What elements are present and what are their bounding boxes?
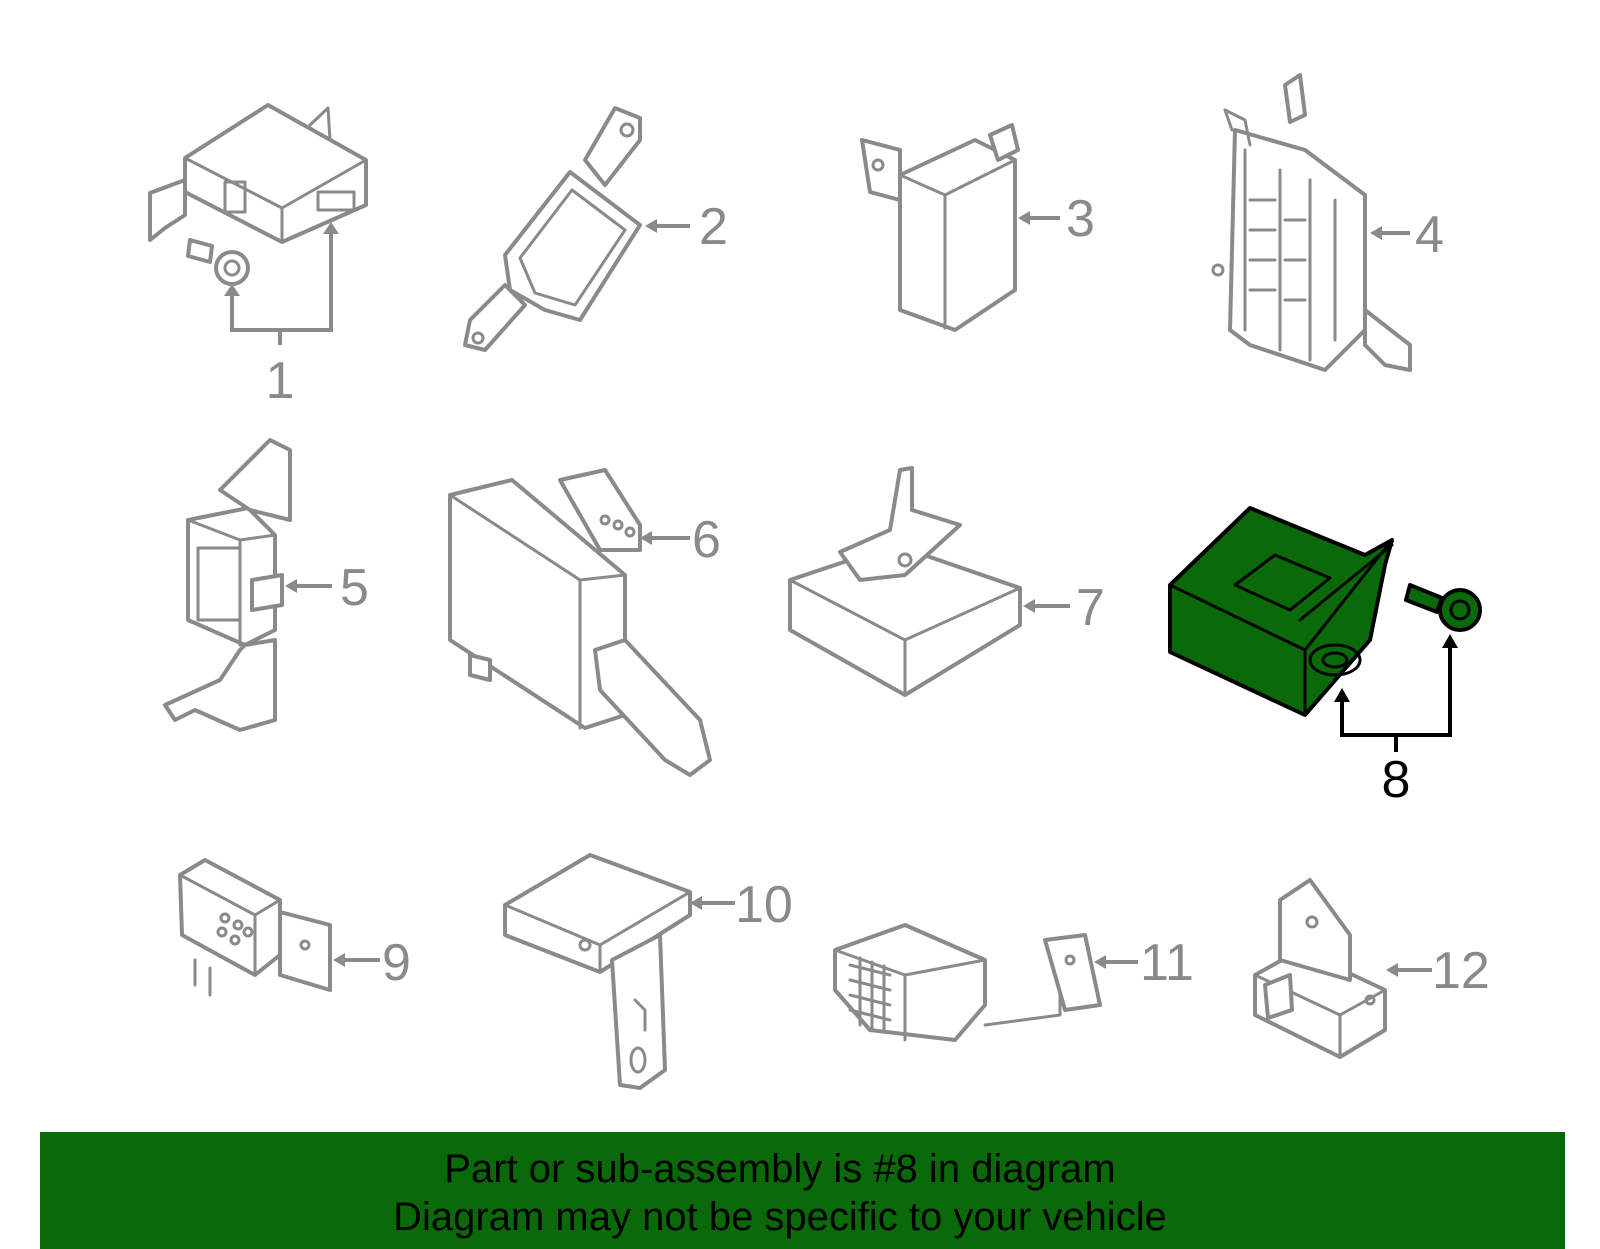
leader-7 xyxy=(1023,599,1070,613)
part-2-module[interactable] xyxy=(463,106,642,352)
leader-12 xyxy=(1386,963,1432,977)
banner-line-2: Diagram may not be specific to your vehi… xyxy=(393,1195,1167,1239)
leader-6 xyxy=(640,531,690,545)
part-5-module[interactable] xyxy=(163,438,292,732)
part-8-module[interactable] xyxy=(1168,506,1394,717)
leader-11 xyxy=(1094,955,1138,969)
leader-3 xyxy=(1018,211,1060,225)
leader-1 xyxy=(224,222,339,345)
part-6-module[interactable] xyxy=(448,468,712,777)
callout-12: 12 xyxy=(1432,942,1490,1000)
callout-8: 8 xyxy=(1382,751,1411,809)
leader-9 xyxy=(333,953,380,967)
part-7-module[interactable] xyxy=(788,466,1022,697)
leader-4 xyxy=(1370,226,1410,240)
leader-5 xyxy=(285,579,332,593)
part-8-bolt[interactable] xyxy=(1404,583,1482,632)
callout-7: 7 xyxy=(1076,579,1105,637)
part-11-module[interactable] xyxy=(833,923,1102,1042)
part-9-module[interactable] xyxy=(178,858,332,997)
callout-3: 3 xyxy=(1066,190,1095,248)
callout-6: 6 xyxy=(692,511,721,569)
part-1-module[interactable] xyxy=(148,103,368,244)
info-banner: Part or sub-assembly is #8 in diagram Di… xyxy=(40,1132,1565,1249)
leader-10 xyxy=(690,896,735,910)
callout-5: 5 xyxy=(340,559,369,617)
callout-4: 4 xyxy=(1415,206,1444,264)
part-10-module[interactable] xyxy=(503,853,692,1090)
part-12-module[interactable] xyxy=(1253,878,1387,1059)
part-4-module[interactable] xyxy=(1211,73,1412,372)
leader-8 xyxy=(1334,634,1458,752)
part-1-bolt[interactable] xyxy=(186,238,250,286)
part-3-module[interactable] xyxy=(860,123,1020,332)
callout-10: 10 xyxy=(735,876,793,934)
callout-2: 2 xyxy=(699,198,728,256)
banner-line-1: Part or sub-assembly is #8 in diagram xyxy=(444,1147,1116,1191)
callout-11: 11 xyxy=(1140,934,1194,992)
callout-9: 9 xyxy=(382,934,411,992)
leader-2 xyxy=(645,219,690,233)
callout-1: 1 xyxy=(266,352,295,410)
